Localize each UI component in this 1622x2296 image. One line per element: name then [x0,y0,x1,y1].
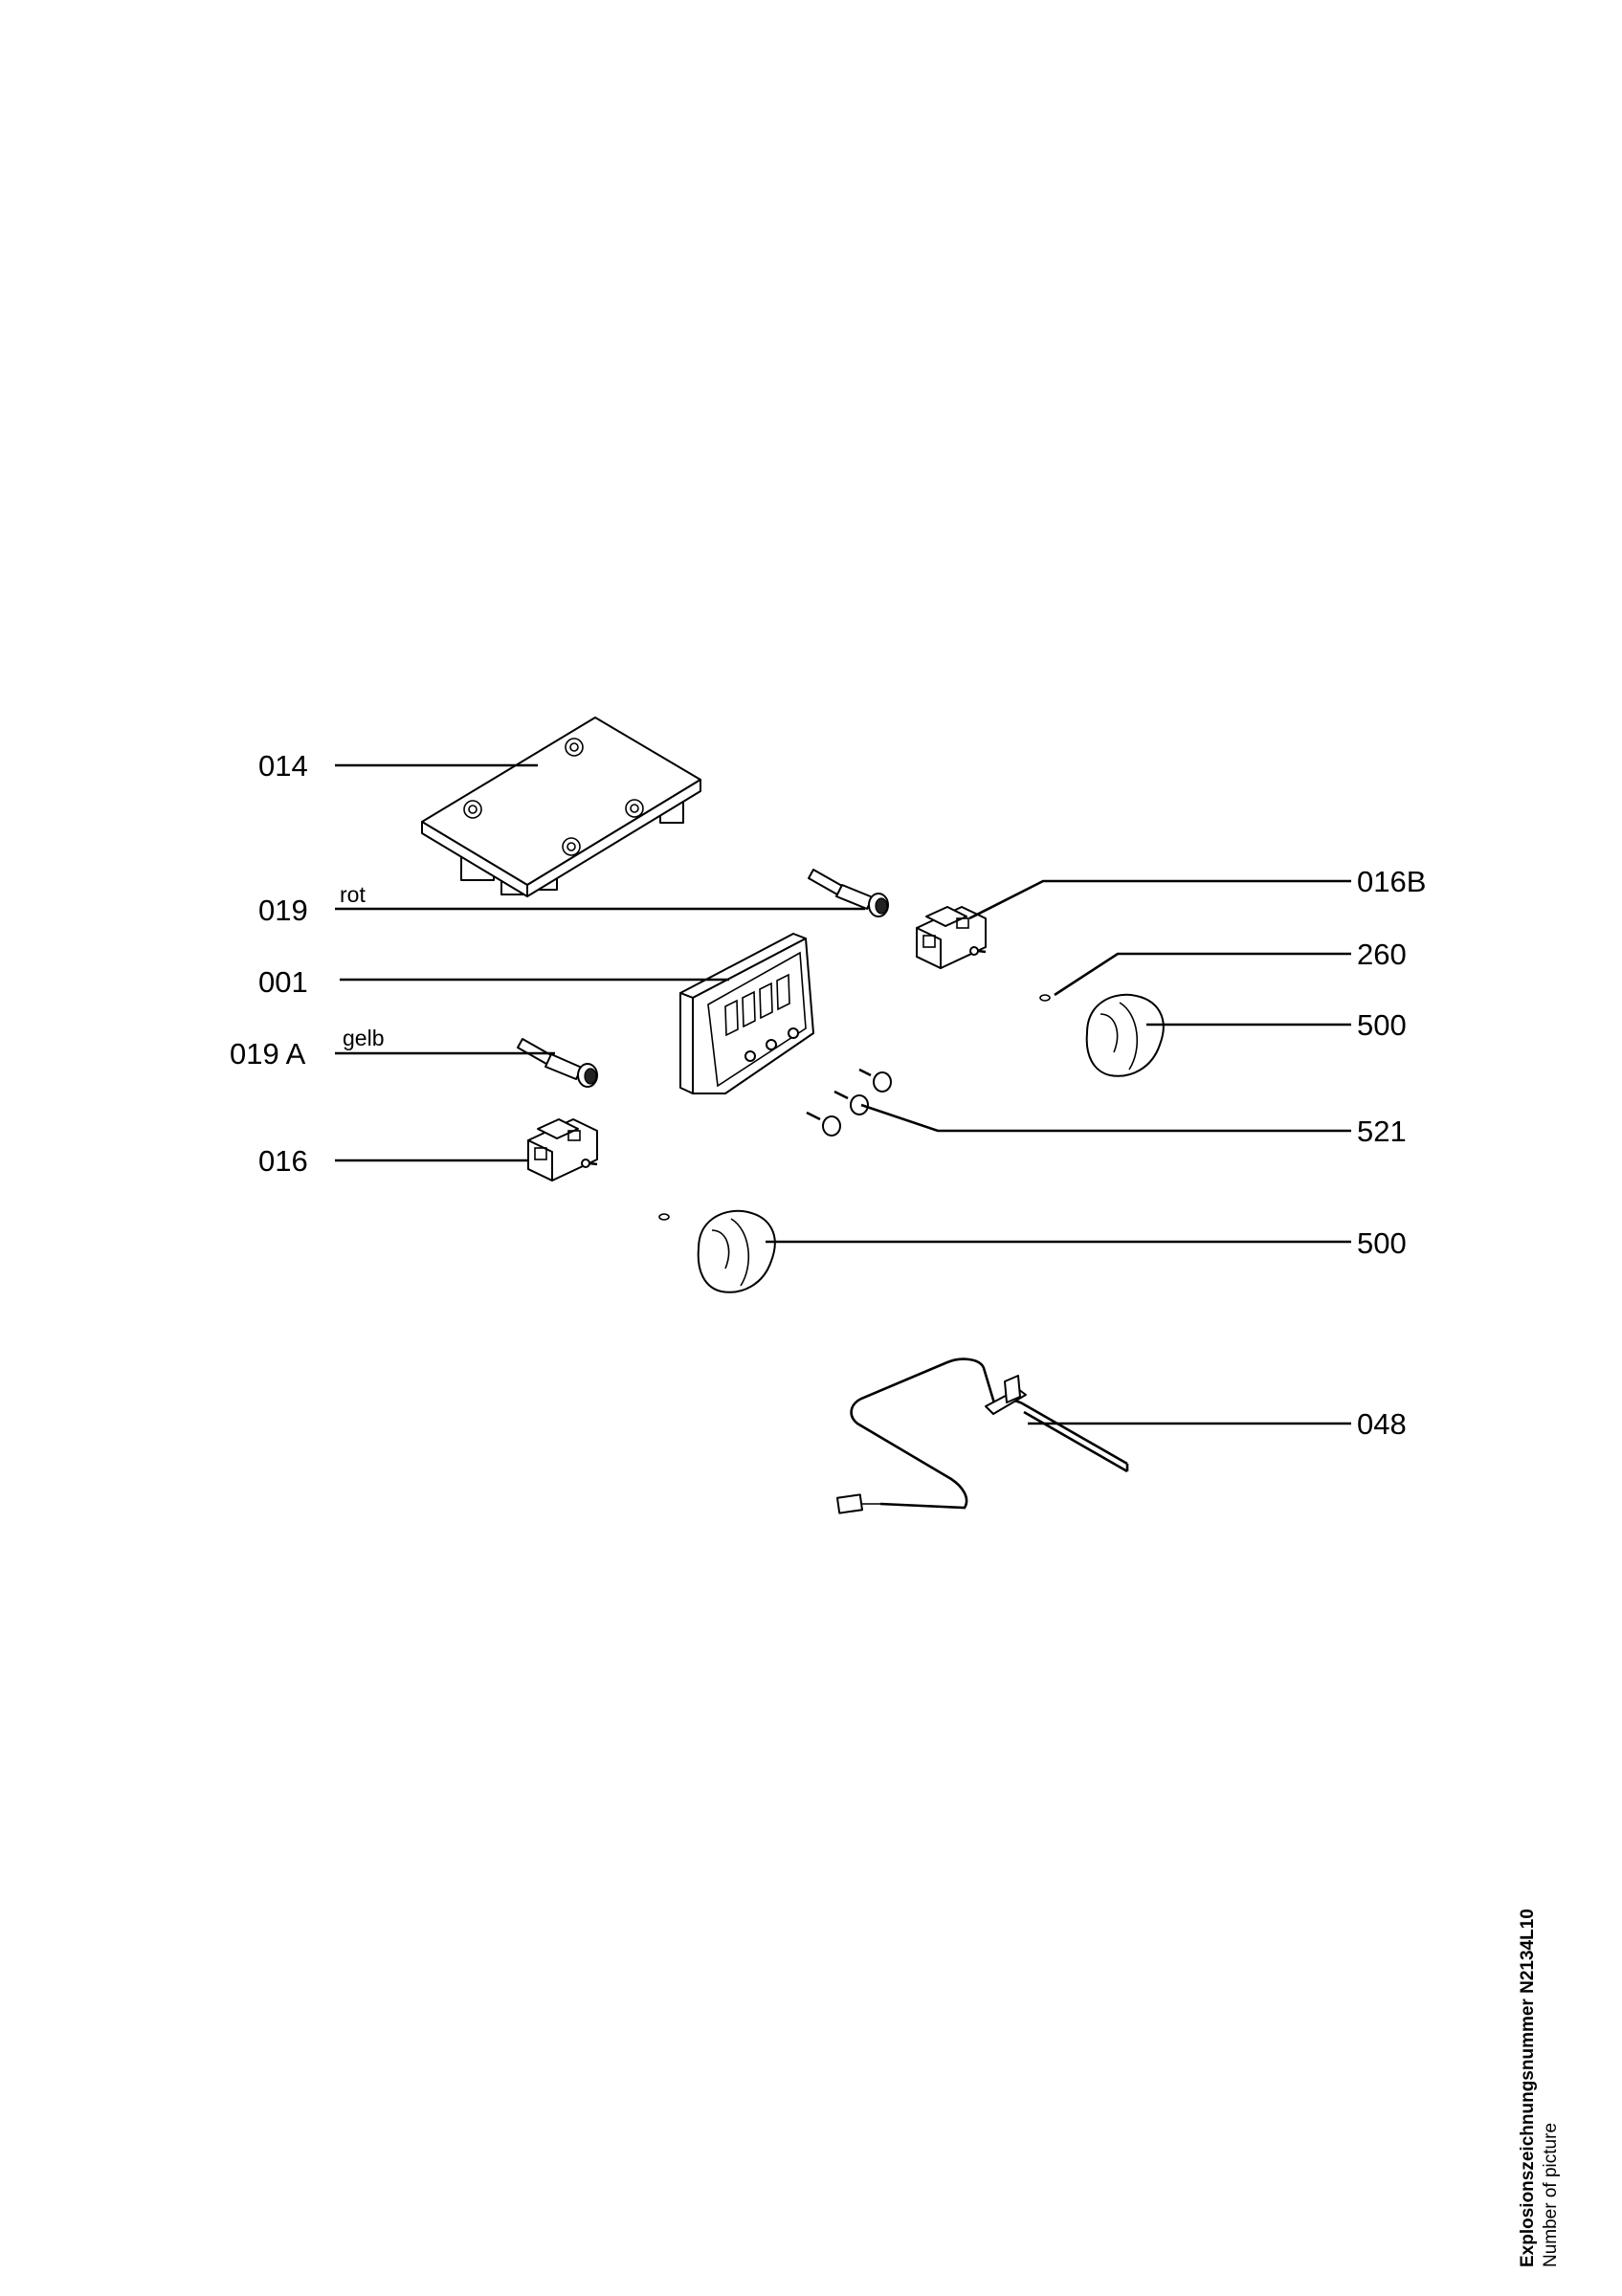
part-016b-switch [916,906,987,969]
part-260-clip [1039,994,1051,1002]
label-part-001: 001 [258,965,308,999]
part-019a-indicator-lamp-yellow [517,1038,598,1088]
part-500-knob-lower [658,1209,776,1293]
label-part-016b: 016B [1357,865,1426,898]
part-016-switch [527,1118,598,1181]
note-part-019: rot [340,882,366,907]
number-of-picture-caption: Number of picture [1541,2122,1561,2267]
label-part-019a: 019 A [230,1037,306,1071]
part-019-indicator-lamp-red [808,869,889,917]
label-part-500-lower: 500 [1357,1226,1407,1260]
part-014-circuit-board [421,717,701,897]
leader-lines [335,763,1351,1425]
drawing-number-block: Explosionszeichnungsnummer N2134L10 Numb… [1518,1909,1562,2267]
label-part-260: 260 [1357,938,1407,971]
part-048-meat-probe [836,1358,1129,1514]
label-part-500-upper: 500 [1357,1008,1407,1042]
drawing-number: Explosionszeichnungsnummer N2134L10 [1518,1909,1538,2267]
part-521-push-buttons [806,1068,892,1137]
label-part-019: 019 [258,894,308,927]
label-part-048: 048 [1357,1407,1407,1441]
note-part-019a: gelb [343,1026,384,1050]
label-part-521: 521 [1357,1115,1407,1148]
label-part-016: 016 [258,1144,308,1178]
part-001-timer-display [679,933,814,1094]
label-part-014: 014 [258,749,308,783]
part-500-knob-upper [1085,993,1165,1077]
